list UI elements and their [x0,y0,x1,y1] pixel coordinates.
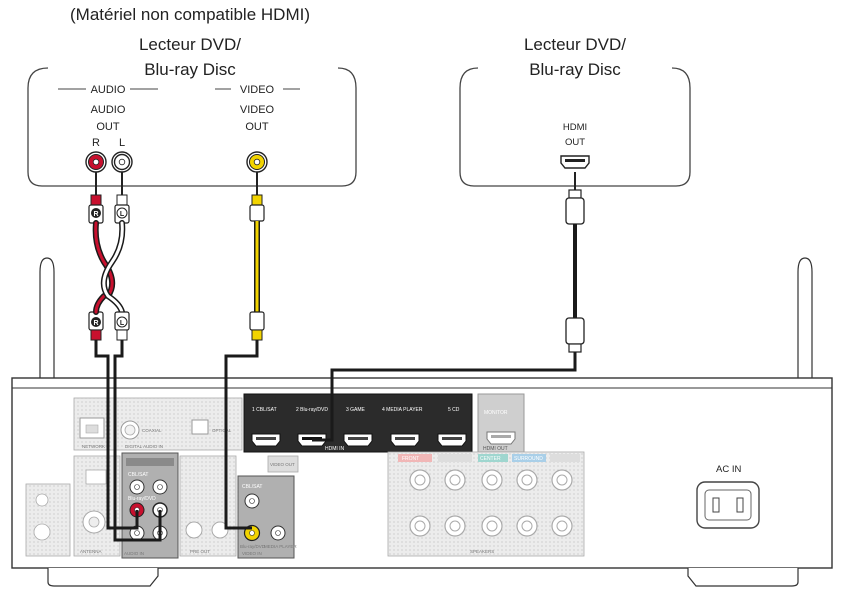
channel-l-label: L [119,137,125,149]
audio-out-label-line2: OUT [96,121,120,133]
optical-input-port[interactable] [191,419,209,435]
hdmi-in-label: HDMI IN [325,446,345,452]
hdmi-out-port[interactable] [560,155,590,169]
video-out-jack[interactable] [246,151,268,173]
video-out-label-line2: OUT [245,121,269,133]
right-source-device: Lecteur DVD/ Blu-ray Disc HDMI OUT [459,35,691,187]
ac-in-label: AC IN [716,464,741,475]
hdmi-out-label-line1: HDMI [563,122,587,133]
hdmi-in-port-5[interactable] [437,433,467,447]
right-device-title-line2: Blu-ray Disc [529,60,621,79]
left-source-device: (Matériel non compatible HDMI) Lecteur D… [27,5,357,187]
audio-out-label-line1: AUDIO [91,104,126,116]
plug-labels: R L R L [91,207,128,328]
audio-in-bluray-label: Blu-ray/DVD [128,496,156,502]
right-device-title-line1: Lecteur DVD/ [524,35,626,54]
speakers-panel [387,451,585,557]
plug-l-label-bottom: L [120,320,125,327]
video-in-media-player-label: MEDIA PLAYER [264,544,297,549]
audio-header: AUDIO [91,84,126,96]
plug-r-label-top: R [93,211,98,218]
left-device-title-line1: Lecteur DVD/ [139,35,241,54]
optical-label: OPTICAL [212,428,232,433]
hdmi-out-label-line2: OUT [565,137,585,148]
plug-l-label-top: L [120,211,125,218]
audio-in-cbl-label: CBL/SAT [128,472,148,478]
hdmi-input-label-5: 5 CD [448,407,460,413]
av-receiver: NETWORK COAXIAL DIGITAL AUDIO IN OPTICAL… [11,257,833,587]
video-out-label: VIDEO OUT [270,462,295,467]
speaker-surround-label: SURROUND [514,456,543,462]
speaker-front-label: FRONT [402,456,419,462]
video-in-label: VIDEO IN [242,551,262,556]
non-hdmi-note: (Matériel non compatible HDMI) [70,5,310,24]
digital-audio-label: DIGITAL AUDIO IN [125,444,163,449]
speaker-center-label: CENTER [480,456,501,462]
right-foot [687,568,799,587]
audio-in-panel [121,452,179,559]
hdmi-in-port-3[interactable] [343,433,373,447]
coaxial-label: COAXIAL [142,428,162,433]
speakers-label: SPEAKERS [470,549,494,554]
audio-in-label: AUDIO IN [124,551,144,556]
hdmi-input-label-4: 4 MEDIA PLAYER [382,407,423,413]
channel-r-label: R [92,137,100,149]
hdmi-out-label: HDMI OUT [483,446,508,452]
yellow-video-cable [224,172,265,530]
speaker-terminals [409,469,573,537]
hdmi-in-port-4[interactable] [390,433,420,447]
hdmi-cable [312,172,585,442]
audio-out-r-jack[interactable] [85,151,107,173]
video-header: VIDEO [240,84,275,96]
left-device-title-line2: Blu-ray Disc [144,60,236,79]
audio-out-l-jack[interactable] [111,151,133,173]
monitor-label: MONITOR [484,410,508,416]
hdmi-input-label-3: 3 GAME [346,407,366,413]
video-in-bluray-label: Blu-ray/DVD [240,544,266,549]
pre-out-label: PRE OUT [190,549,210,554]
left-foot [47,568,159,587]
left-device-outline [27,67,357,187]
video-in-cbl-label: CBL/SAT [242,484,262,490]
video-in-panel [237,475,295,559]
hdmi-input-label-2: 2 Blu-ray/DVD [296,407,328,413]
antenna-label: ANTENNA [80,549,102,554]
hdmi-in-port-1[interactable] [251,433,281,447]
hdmi-monitor-out-port[interactable] [486,431,516,445]
plug-r-label-bottom: R [93,320,98,327]
ac-in-socket[interactable] [696,481,760,529]
video-out-label-line1: VIDEO [240,104,275,116]
hdmi-input-label-1: 1 CBL/SAT [252,407,277,413]
network-label: NETWORK [82,444,105,449]
